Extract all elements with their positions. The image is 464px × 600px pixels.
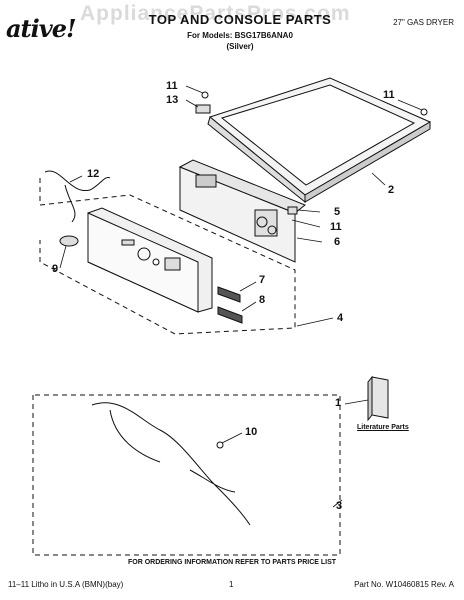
watermark: AppliancePartsPros.com xyxy=(80,2,351,25)
callout-7: 7 xyxy=(259,274,266,286)
clip-part xyxy=(287,206,298,215)
console-front-part xyxy=(87,207,213,313)
callout-10: 10 xyxy=(245,426,258,438)
callout-5: 5 xyxy=(334,206,341,218)
page-title: TOP AND CONSOLE PARTS xyxy=(148,12,332,27)
callout-8: 8 xyxy=(259,294,266,306)
callout-2: 2 xyxy=(388,184,395,196)
color-line: (Silver) xyxy=(226,42,254,51)
overlay-parts xyxy=(217,286,243,324)
callout-11-right: 11 xyxy=(383,89,395,101)
ordering-note: FOR ORDERING INFORMATION REFER TO PARTS … xyxy=(127,559,337,566)
litho-info: 11–11 Litho in U.S.A (BMN)(bay) xyxy=(8,580,124,589)
callout-1: 1 xyxy=(335,397,342,409)
grouping-dashes xyxy=(32,178,341,556)
callout-9: 9 xyxy=(52,263,59,275)
top-panel-part xyxy=(207,77,432,204)
wire-harness-upper xyxy=(44,170,111,223)
leader-lines xyxy=(59,85,423,508)
sensor-part xyxy=(216,441,224,449)
console-back-part xyxy=(178,159,306,263)
literature-parts-label: Literature Parts xyxy=(357,424,409,431)
literature-book xyxy=(367,375,389,422)
wire-harness-lower xyxy=(91,402,251,526)
models-line: For Models: BSG17B6ANA0 xyxy=(187,31,293,40)
callout-11-console: 11 xyxy=(330,221,342,233)
callout-4: 4 xyxy=(337,312,344,324)
callout-12: 12 xyxy=(87,168,100,180)
screw-part-right xyxy=(420,108,428,116)
screw-part xyxy=(201,91,209,99)
callout-3: 3 xyxy=(336,500,343,512)
part-number: Part No. W10460815 Rev. A xyxy=(354,580,454,589)
callout-6: 6 xyxy=(334,236,341,248)
brand-logo: ative! xyxy=(6,14,77,43)
model-type: 27" GAS DRYER xyxy=(393,18,454,27)
callout-11-top: 11 xyxy=(166,80,178,92)
page-number: 1 xyxy=(229,580,234,589)
callout-13: 13 xyxy=(166,94,179,106)
bracket-part xyxy=(195,104,211,114)
knob-part xyxy=(59,235,79,247)
